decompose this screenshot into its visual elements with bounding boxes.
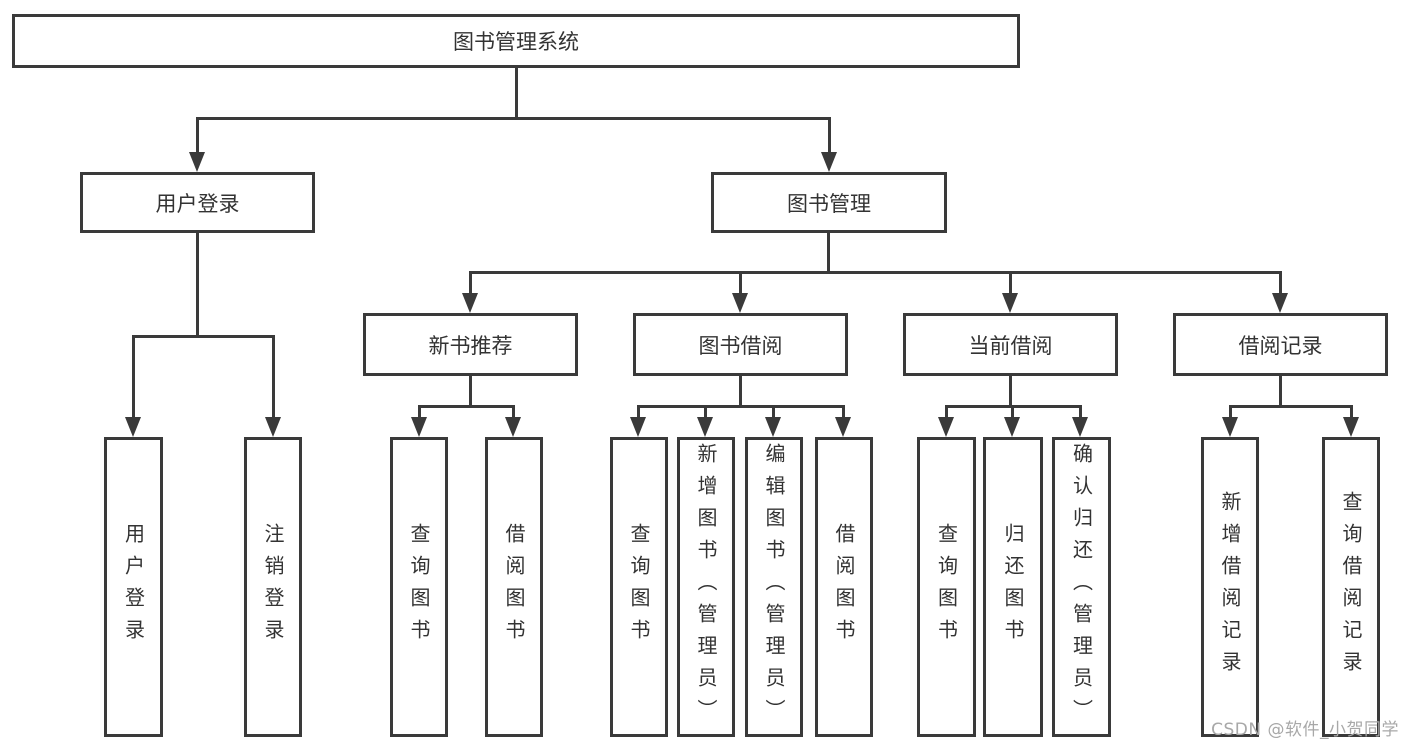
- connector-arrowhead: [189, 152, 205, 172]
- leaf-borrow-query-book: 查询图书: [610, 437, 668, 737]
- connector-arrowhead: [821, 152, 837, 172]
- node-label: 查询图书: [407, 523, 431, 651]
- connector-line: [469, 271, 1282, 274]
- node-new-book-recommend: 新书推荐: [363, 313, 578, 376]
- node-label: 用户登录: [155, 191, 240, 216]
- node-label: 编辑图书（管理员）: [762, 443, 786, 731]
- connector-line: [272, 335, 275, 420]
- connector-line: [196, 233, 199, 338]
- connector-line: [704, 405, 707, 420]
- node-label: 借阅记录: [1238, 333, 1323, 358]
- connector-line: [1229, 405, 1232, 420]
- connector-line: [842, 405, 845, 420]
- connector-line: [828, 117, 831, 155]
- connector-line: [1011, 405, 1014, 420]
- node-label: 借阅图书: [832, 523, 856, 651]
- leaf-query-borrow-record: 查询借阅记录: [1322, 437, 1380, 737]
- connector-arrowhead: [1222, 417, 1238, 437]
- connector-line: [469, 376, 472, 408]
- connector-line: [469, 271, 472, 297]
- connector-line: [512, 405, 515, 420]
- connector-arrowhead: [630, 417, 646, 437]
- leaf-current-query-book: 查询图书: [917, 437, 976, 737]
- node-label: 图书管理系统: [453, 30, 579, 54]
- connector-line: [739, 271, 742, 297]
- connector-line: [132, 335, 275, 338]
- node-label: 归还图书: [1001, 523, 1025, 651]
- connector-line: [418, 405, 421, 420]
- connector-line: [1279, 271, 1282, 297]
- connector-line: [637, 405, 845, 408]
- connector-arrowhead: [1272, 293, 1288, 313]
- node-book-management: 图书管理: [711, 172, 947, 233]
- node-label: 新书推荐: [428, 333, 513, 358]
- node-label: 确认归还（管理员）: [1069, 443, 1094, 731]
- connector-arrowhead: [765, 417, 781, 437]
- connector-arrowhead: [411, 417, 427, 437]
- connector-line: [739, 376, 742, 408]
- node-label: 注销登录: [261, 523, 285, 651]
- connector-line: [1350, 405, 1353, 420]
- connector-line: [945, 405, 948, 420]
- connector-arrowhead: [697, 417, 713, 437]
- connector-line: [132, 335, 135, 420]
- leaf-confirm-return-admin: 确认归还（管理员）: [1052, 437, 1111, 737]
- leaf-add-book-admin: 新增图书（管理员）: [677, 437, 735, 737]
- node-label: 用户登录: [121, 523, 146, 651]
- leaf-add-borrow-record: 新增借阅记录: [1201, 437, 1259, 737]
- node-label: 新增图书（管理员）: [694, 443, 718, 731]
- connector-line: [196, 117, 831, 120]
- connector-line: [418, 405, 515, 408]
- node-root-library-system: 图书管理系统: [12, 14, 1020, 68]
- node-user-login: 用户登录: [80, 172, 315, 233]
- node-label: 查询图书: [627, 523, 651, 651]
- connector-line: [1279, 376, 1282, 408]
- connector-arrowhead: [938, 417, 954, 437]
- connector-arrowhead: [1004, 417, 1020, 437]
- connector-arrowhead: [125, 417, 141, 437]
- connector-arrowhead: [505, 417, 521, 437]
- node-borrow-record: 借阅记录: [1173, 313, 1388, 376]
- connector-arrowhead: [265, 417, 281, 437]
- connector-line: [1009, 271, 1012, 297]
- leaf-recommend-query-book: 查询图书: [390, 437, 448, 737]
- node-label: 新增借阅记录: [1218, 491, 1242, 683]
- leaf-recommend-borrow-book: 借阅图书: [485, 437, 543, 737]
- connector-line: [1079, 405, 1082, 420]
- leaf-edit-book-admin: 编辑图书（管理员）: [745, 437, 803, 737]
- connector-line: [637, 405, 640, 420]
- node-current-borrow: 当前借阅: [903, 313, 1118, 376]
- leaf-user-login: 用户登录: [104, 437, 163, 737]
- node-label: 当前借阅: [968, 333, 1053, 358]
- leaf-borrow-book: 借阅图书: [815, 437, 873, 737]
- connector-arrowhead: [732, 293, 748, 313]
- connector-arrowhead: [1002, 293, 1018, 313]
- connector-arrowhead: [1343, 417, 1359, 437]
- leaf-return-book: 归还图书: [983, 437, 1043, 737]
- leaf-logout: 注销登录: [244, 437, 302, 737]
- csdn-watermark: CSDN @软件_小贺同学: [1211, 720, 1399, 740]
- connector-line: [1009, 376, 1012, 408]
- connector-line: [1229, 405, 1353, 408]
- connector-arrowhead: [1072, 417, 1088, 437]
- node-label: 图书管理: [787, 191, 871, 216]
- node-label: 图书借阅: [698, 333, 783, 358]
- node-label: 查询图书: [934, 523, 959, 651]
- node-label: 查询借阅记录: [1339, 491, 1363, 683]
- connector-line: [196, 117, 199, 155]
- connector-line: [827, 233, 830, 274]
- connector-line: [515, 68, 518, 120]
- node-book-borrow: 图书借阅: [633, 313, 848, 376]
- connector-arrowhead: [462, 293, 478, 313]
- connector-line: [772, 405, 775, 420]
- connector-arrowhead: [835, 417, 851, 437]
- node-label: 借阅图书: [502, 523, 526, 651]
